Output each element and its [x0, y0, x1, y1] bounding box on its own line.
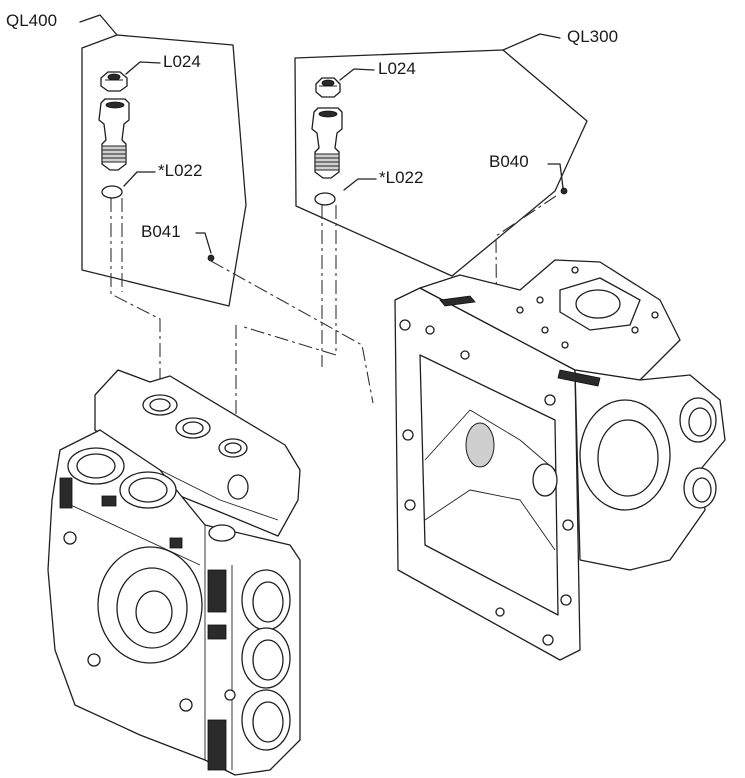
- label-l024-left: L024: [163, 52, 201, 71]
- label-l022-right: *L022: [379, 168, 423, 187]
- l024-cap-right: [315, 77, 341, 98]
- b041-plug: [207, 254, 215, 262]
- kit-outline-ql400: [81, 34, 247, 307]
- label-ql300: QL300: [567, 27, 618, 46]
- left-pump-housing: [47, 369, 301, 776]
- label-b041: B041: [141, 222, 181, 241]
- right-pump-housing: [394, 259, 726, 661]
- label-b040: B040: [489, 152, 529, 171]
- kit-outline-ql300: [294, 49, 588, 277]
- b040-plug: [560, 187, 568, 195]
- o-ring-right: [314, 192, 336, 206]
- l022-valve-right: [311, 107, 343, 179]
- label-l022-left: *L022: [158, 161, 202, 180]
- l024-cap-left: [100, 71, 128, 92]
- leader-lines: [79, 14, 564, 254]
- l022-valve-left: [98, 98, 130, 171]
- o-ring-left: [101, 185, 123, 199]
- label-l024-right: L024: [378, 59, 416, 78]
- label-ql400: QL400: [6, 11, 57, 30]
